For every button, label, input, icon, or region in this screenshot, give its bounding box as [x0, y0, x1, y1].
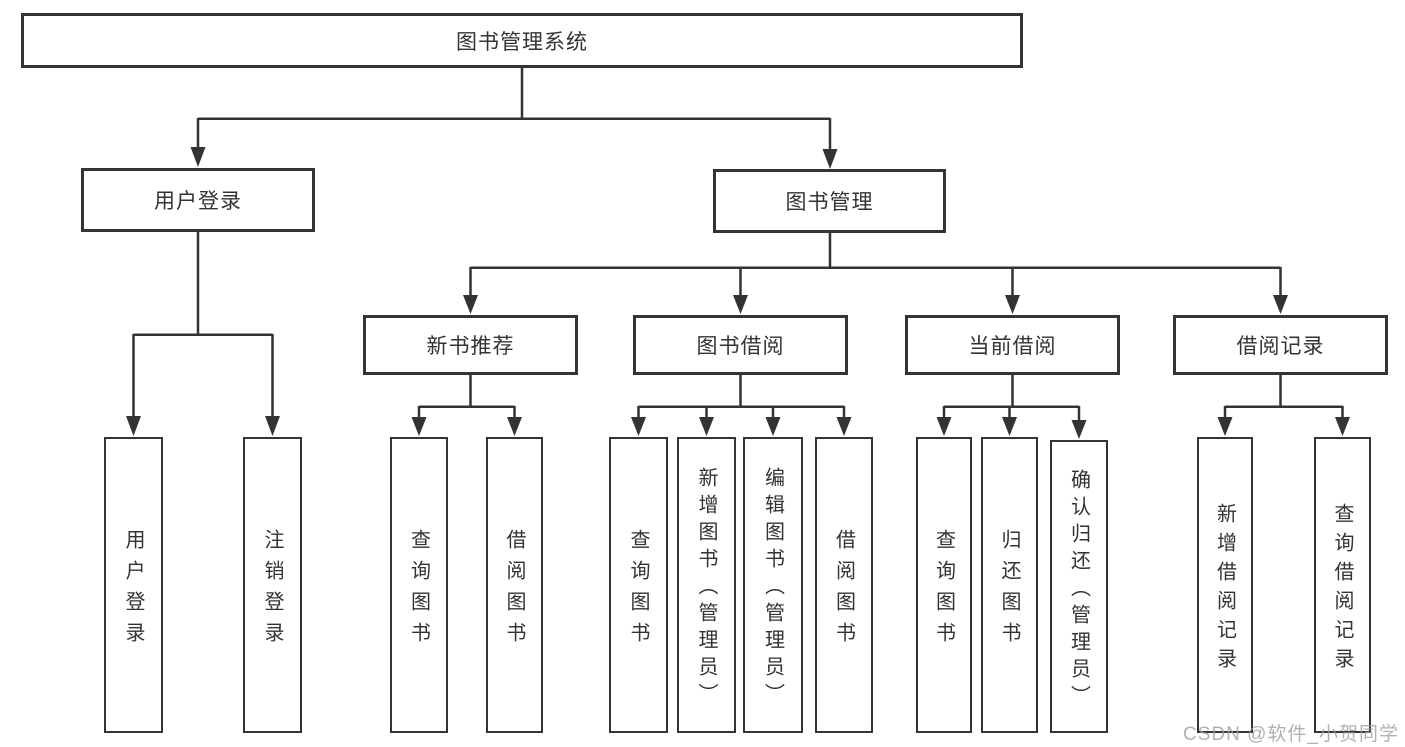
leaf-confirm-return-admin: 确认归还（管理员）: [1050, 440, 1108, 733]
leaf-label: 用户登录: [122, 528, 144, 653]
leaf-label: 借阅图书: [832, 528, 855, 653]
leaf-label: 查询图书: [407, 528, 430, 653]
node-label: 新书推荐: [426, 335, 515, 358]
leaf-add-borrow-record: 新增借阅记录: [1197, 437, 1253, 733]
leaf-query-books-current: 查询图书: [916, 437, 972, 733]
leaf-label: 查询图书: [627, 528, 649, 653]
node-book-management: 图书管理: [713, 169, 946, 233]
leaf-borrow-books-borrowing: 借阅图书: [815, 437, 873, 733]
node-user-login: 用户登录: [81, 168, 315, 232]
leaf-add-books-admin: 新增图书（管理员）: [677, 437, 736, 733]
node-label: 当前借阅: [968, 335, 1057, 358]
leaf-label: 新增借阅记录: [1213, 502, 1236, 677]
leaf-edit-books-admin: 编辑图书（管理员）: [743, 437, 803, 733]
node-borrowing-records: 借阅记录: [1173, 315, 1388, 375]
leaf-query-borrow-record: 查询借阅记录: [1314, 437, 1371, 733]
leaf-label: 查询图书: [932, 528, 955, 653]
leaf-logout: 注销登录: [243, 437, 302, 733]
node-current-borrowing: 当前借阅: [905, 315, 1120, 375]
leaf-label: 查询借阅记录: [1331, 502, 1353, 677]
leaf-user-login: 用户登录: [104, 437, 163, 733]
leaf-label: 新增图书（管理员）: [695, 467, 717, 710]
leaf-query-books-recommend: 查询图书: [390, 437, 448, 733]
node-label: 图书借阅: [696, 335, 785, 358]
leaf-label: 归还图书: [998, 528, 1020, 653]
node-library-management-system: 图书管理系统: [21, 13, 1023, 68]
leaf-label: 编辑图书（管理员）: [761, 467, 784, 710]
node-label: 图书管理: [785, 191, 874, 214]
node-label: 用户登录: [154, 190, 242, 213]
node-new-book-recommendation: 新书推荐: [363, 315, 578, 375]
leaf-label: 确认归还（管理员）: [1067, 468, 1090, 712]
node-label: 借阅记录: [1236, 335, 1325, 358]
node-label: 图书管理系统: [456, 30, 588, 54]
leaf-query-books-borrowing: 查询图书: [609, 437, 668, 733]
leaf-label: 注销登录: [261, 528, 283, 653]
node-book-borrowing: 图书借阅: [633, 315, 848, 375]
leaf-return-books: 归还图书: [981, 437, 1038, 733]
leaf-borrow-books-recommend: 借阅图书: [486, 437, 543, 733]
leaf-label: 借阅图书: [503, 528, 525, 653]
csdn-watermark: CSDN @软件_小贺同学: [1183, 724, 1399, 745]
